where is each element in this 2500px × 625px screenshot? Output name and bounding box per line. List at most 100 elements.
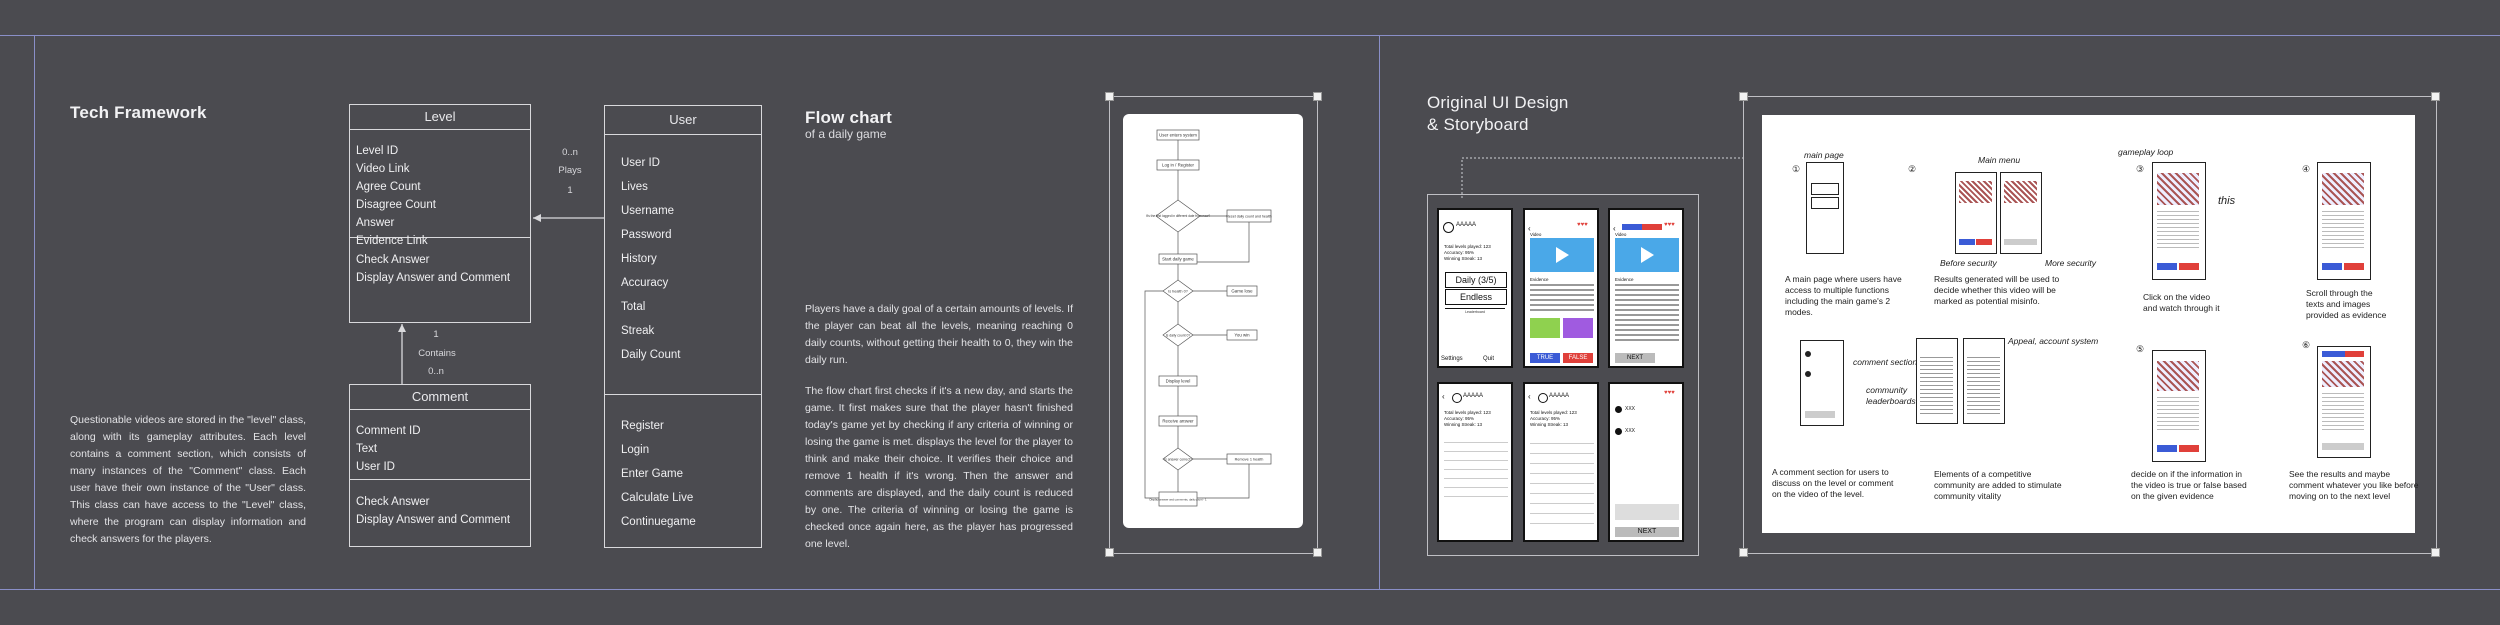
plays-label: Plays [558, 165, 582, 176]
user-attr: User ID [621, 157, 660, 169]
frame-left-line [34, 35, 35, 590]
avatar-icon [1443, 222, 1454, 233]
user-attr: Total [621, 301, 646, 313]
level-attr: Evidence Link [356, 235, 428, 247]
comment-class-name: Comment [350, 385, 530, 410]
comment-attr: Comment ID [356, 425, 421, 437]
comment-method: Check Answer [356, 496, 430, 508]
user-methods: Register Login Enter Game Calculate Live… [605, 395, 761, 534]
flow-node-you-win: You win [1234, 333, 1250, 338]
flowchart-diagram: User enters system Log in / Register It'… [1144, 129, 1272, 507]
phone-main-menu: AAAAA Total levels played: 123 Accuracy:… [1437, 208, 1513, 368]
storyboard-caption-4: Scroll through the texts and images prov… [2306, 288, 2387, 320]
next-button[interactable]: NEXT [1615, 527, 1679, 537]
flow-chart-paragraph-1: Players have a daily goal of a certain a… [805, 303, 1073, 366]
flow-node-receive-answer: Receive answer [1162, 419, 1194, 424]
flow-node-start: User enters system [1159, 133, 1197, 138]
leaderboard-table [1530, 434, 1594, 524]
phone-comments: ♥♥♥ XXX XXX NEXT [1608, 382, 1684, 542]
contains-arrowhead [398, 324, 406, 332]
flow-node-login: Log in / Register [1162, 163, 1195, 168]
frame-top-line [0, 35, 2500, 36]
user-method: Register [621, 420, 664, 432]
tech-framework-title: Tech Framework [70, 103, 207, 122]
back-arrow-icon[interactable]: ‹ [1528, 224, 1531, 233]
video-label: Video [1530, 232, 1542, 237]
comment-attributes: Comment ID Text User ID [350, 410, 530, 480]
level-attr: Answer [356, 217, 395, 229]
heart-icon: ♥♥♥ [1664, 222, 1675, 228]
flow-node-display-level: Display level [1166, 379, 1191, 384]
note-before-security: Before security [1940, 258, 1997, 268]
sketch-community-2 [1963, 338, 2005, 424]
resize-handle[interactable] [1313, 92, 1322, 101]
user-method: Continuegame [621, 516, 696, 528]
user-method: Calculate Live [621, 492, 694, 504]
heart-icon: ♥♥♥ [1577, 222, 1588, 228]
level-methods: Check Answer Display Answer and Comment [350, 238, 530, 287]
flow-node-remove-health: Remove 1 health [1235, 458, 1264, 462]
note-main-menu: Main menu [1978, 155, 2021, 165]
endless-button[interactable]: Endless [1445, 289, 1507, 305]
user-attr: Streak [621, 325, 655, 337]
evidence-label: Evidence [1530, 277, 1549, 282]
avatar-icon [1538, 393, 1548, 403]
storyboard-caption-5: A comment section for users to discuss o… [1772, 467, 1894, 499]
comment-avatar-icon [1615, 406, 1622, 413]
resize-handle[interactable] [1739, 548, 1748, 557]
leaderboard-table: Leaderboard [1445, 308, 1505, 353]
sketch-see-results [2317, 346, 2371, 458]
history-table [1444, 434, 1508, 504]
sketch-results-1 [1955, 172, 1997, 254]
false-button[interactable]: FALSE [1563, 353, 1593, 363]
resize-handle[interactable] [2431, 92, 2440, 101]
resize-handle[interactable] [1739, 92, 1748, 101]
user-method: Login [621, 444, 650, 456]
ui-design-title-line1: Original UI Design [1427, 93, 1569, 112]
resize-handle[interactable] [1105, 92, 1114, 101]
video-player[interactable] [1530, 238, 1594, 272]
back-arrow-icon[interactable]: ‹ [1613, 224, 1616, 233]
video-player[interactable] [1615, 238, 1679, 272]
sketch-daily [1811, 183, 1839, 195]
back-arrow-icon[interactable]: ‹ [1528, 392, 1531, 401]
stats-streak: Winning Streak: 13 [1444, 256, 1483, 261]
stats-accuracy: Accuracy: 95% [1444, 416, 1475, 421]
stats-streak: Winning Streak: 13 [1444, 422, 1483, 427]
storyboard-number-6: ⑥ [2302, 340, 2311, 350]
resize-handle[interactable] [2431, 548, 2440, 557]
play-icon[interactable] [1556, 247, 1569, 263]
resize-handle[interactable] [1105, 548, 1114, 557]
back-arrow-icon[interactable]: ‹ [1442, 392, 1445, 401]
flow-chart-paragraph-2: The flow chart first checks if it's a ne… [805, 385, 1073, 550]
play-icon[interactable] [1641, 247, 1654, 263]
true-button[interactable]: TRUE [1530, 353, 1560, 363]
storyboard-number-5: ⑤ [2136, 344, 2145, 354]
plays-arrowhead [533, 214, 541, 222]
video-label: Video [1615, 232, 1627, 237]
evidence-image-purple [1563, 318, 1593, 338]
next-button[interactable]: NEXT [1615, 353, 1655, 363]
username: AAAAA [1549, 393, 1570, 399]
plays-multiplicity-top: 0..n [562, 147, 578, 158]
daily-button[interactable]: Daily (3/5) [1445, 272, 1507, 288]
ui-connector-dotted [1461, 157, 1744, 198]
user-class-box: User User ID Lives Username Password His… [604, 105, 762, 548]
flow-node-check-date: It's the first logged in different date … [1146, 214, 1211, 218]
comment-user: XXX [1625, 406, 1636, 412]
settings-button[interactable]: Settings [1441, 356, 1463, 362]
comment-avatar-icon [1615, 428, 1622, 435]
comment-attr: User ID [356, 461, 395, 473]
phone-results: ‹ ♥♥♥ Video Evidence NEXT [1608, 208, 1684, 368]
sketch-comment-section [1800, 340, 1844, 426]
comment-input[interactable] [1615, 504, 1679, 520]
comment-user: XXX [1625, 428, 1636, 434]
resize-handle[interactable] [1313, 548, 1322, 557]
stats-streak: Winning Streak: 13 [1530, 422, 1569, 427]
level-attr: Disagree Count [356, 199, 436, 211]
flowchart-frame [1109, 96, 1318, 554]
stats-total: Total levels played: 123 [1444, 410, 1491, 415]
storyboard-caption-7: decide on if the information in the vide… [2131, 469, 2247, 501]
sketch-endless [1811, 197, 1839, 209]
quit-button[interactable]: Quit [1483, 356, 1495, 362]
